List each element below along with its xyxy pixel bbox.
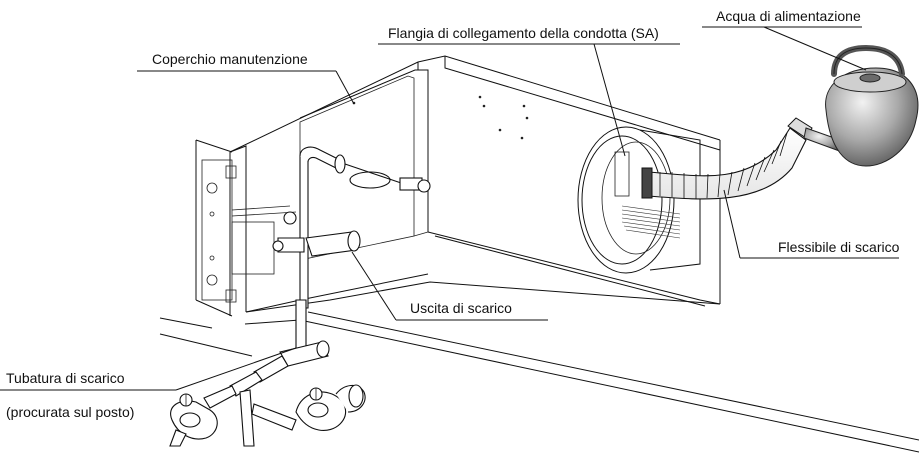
label-duct-flange: Flangia di collegamento della condotta (… xyxy=(388,25,659,41)
kettle xyxy=(803,44,919,167)
labels: Coperchio manutenzione Flangia di colleg… xyxy=(6,8,900,420)
duct-flange xyxy=(577,126,701,274)
drain-hose xyxy=(641,117,813,200)
label-drain-pipe: Tubatura di scarico xyxy=(6,370,125,386)
label-supply-water: Acqua di alimentazione xyxy=(716,8,861,24)
leader-lines xyxy=(0,26,899,391)
label-maintenance-cover: Coperchio manutenzione xyxy=(152,51,308,67)
label-drain-outlet: Uscita di scarico xyxy=(410,300,512,316)
internal-piping xyxy=(272,146,431,309)
label-drain-pipe-note: (procurata sul posto) xyxy=(6,404,134,420)
field-drain-pipe xyxy=(169,299,366,447)
label-drain-hose: Flessibile di scarico xyxy=(778,239,900,255)
